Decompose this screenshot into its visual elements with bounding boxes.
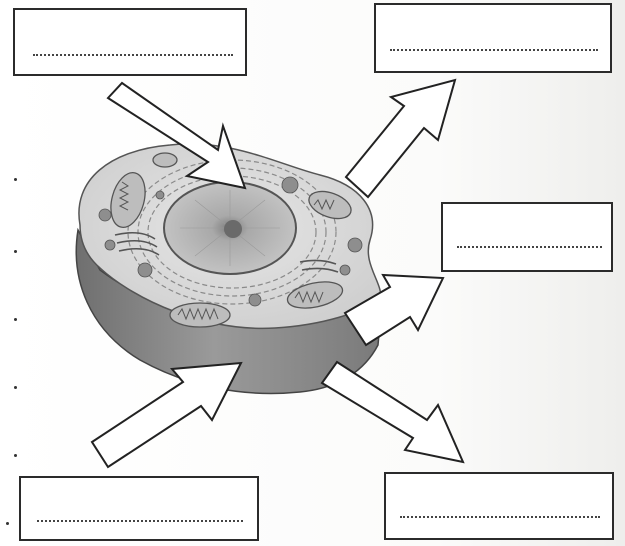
margin-dot	[6, 522, 9, 525]
vesicles	[98, 176, 363, 307]
arrows	[90, 78, 465, 469]
margin-dot	[14, 178, 17, 181]
arrow-top-right	[344, 78, 457, 199]
golgi-apparatus	[114, 231, 339, 273]
label-box-top-left[interactable]	[13, 8, 247, 76]
arrow-bottom-right	[320, 360, 465, 464]
arrow-bottom-left	[90, 361, 243, 469]
margin-dot	[14, 250, 17, 253]
margin-dot	[14, 454, 17, 457]
label-line-top-right	[390, 49, 598, 51]
nucleolus	[224, 220, 242, 238]
label-box-bottom-right[interactable]	[384, 472, 614, 540]
label-line-bottom-left	[37, 520, 243, 522]
mitochondria	[110, 152, 352, 328]
mitochondria-cristae	[118, 181, 335, 321]
label-line-middle-right	[457, 246, 602, 248]
label-box-middle-right[interactable]	[441, 202, 613, 272]
label-line-top-left	[33, 54, 233, 56]
arrow-middle-right	[343, 273, 445, 347]
label-box-top-right[interactable]	[374, 3, 612, 73]
arrow-top-left	[106, 81, 247, 190]
margin-dot	[14, 318, 17, 321]
label-line-bottom-right	[400, 516, 600, 518]
label-box-bottom-left[interactable]	[19, 476, 259, 541]
margin-dot	[14, 386, 17, 389]
